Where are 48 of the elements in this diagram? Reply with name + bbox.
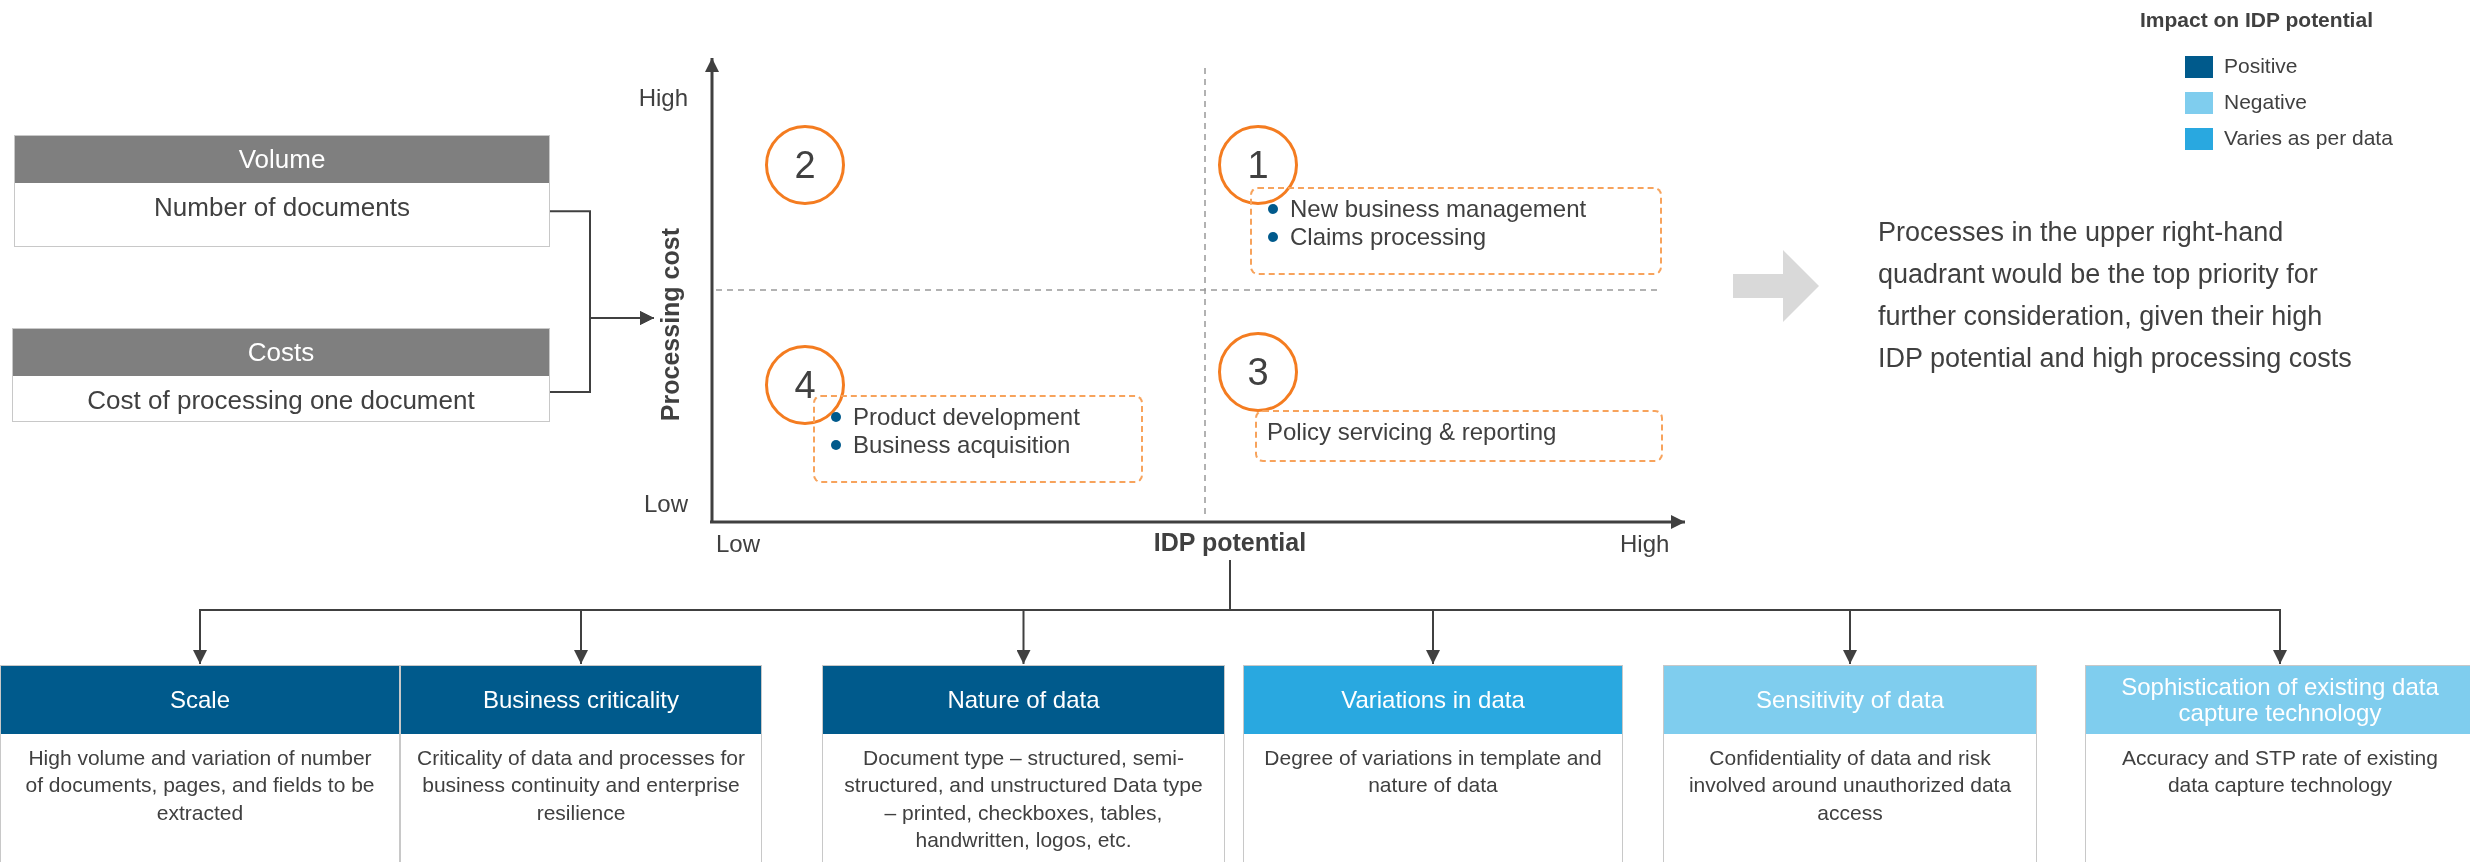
card-description: Accuracy and STP rate of existing data capture technology (2121, 745, 2439, 799)
process-list-box (813, 395, 1143, 483)
process-list-box (1250, 187, 1662, 275)
card-description: Degree of variations in template and nature of data (1263, 745, 1603, 799)
metric-card (14, 135, 550, 247)
factor-card (1243, 665, 1623, 862)
factor-card (0, 665, 400, 862)
card-header: Volume (15, 136, 549, 183)
quadrant-number: 4 (765, 345, 845, 425)
metric-card (12, 328, 550, 422)
process-name: Business acquisition (853, 431, 1071, 459)
card-description: High volume and variation of number of documents, pages, and fields to be extracted (24, 745, 376, 826)
card-description: Confidentiality of data and risk involved around unauthorized data access (1687, 745, 2013, 826)
conclusion-text: Processes in the upper right-hand quadrant would be the top priority for further consideration, given their high IDP potential and high processing costs (1878, 212, 2358, 380)
card-header: Nature of data (823, 666, 1224, 734)
legend-label: Negative (2224, 90, 2307, 114)
process-name: Policy servicing & reporting (1267, 418, 1557, 445)
axis-tick-label: High (1620, 530, 1670, 558)
card-header: Business criticality (401, 666, 761, 734)
card-description: Cost of processing one document (86, 384, 476, 417)
factor-card (822, 665, 1225, 862)
process-list-box (1255, 410, 1663, 462)
factor-card (2085, 665, 2470, 862)
legend-label: Positive (2224, 54, 2298, 78)
card-header: Variations in data (1244, 666, 1622, 734)
quadrant-number: 2 (765, 125, 845, 205)
card-header: Sophistication of existing data capture technology (2086, 666, 2470, 734)
axis-title: Processing cost (656, 228, 685, 422)
legend-title: Impact on IDP potential (2140, 8, 2373, 32)
axis-tick-label: Low (716, 530, 761, 558)
card-description: Document type – structured, semi-structured, and unstructured Data type – printed, checkboxes, tables, handwritten, logos, etc. (843, 745, 1204, 853)
card-header: Scale (1, 666, 399, 734)
process-name: Product development (853, 403, 1080, 431)
axis-tick-label: High (637, 84, 688, 112)
connector-arrow (1229, 559, 2287, 665)
quadrant-number: 3 (1218, 332, 1298, 412)
factor-card (1663, 665, 2037, 862)
axis-tick-label: Low (642, 490, 688, 518)
card-header: Costs (13, 329, 549, 376)
card-description: Number of documents (153, 191, 411, 224)
axis-title: IDP potential (1130, 528, 1330, 557)
card-description: Criticality of data and processes for business continuity and enterprise resilience (416, 745, 746, 826)
factor-card (400, 665, 762, 862)
connector-arrow (549, 311, 655, 393)
block-arrow (1733, 250, 1819, 322)
legend-label: Varies as per data (2224, 126, 2393, 150)
process-name: Claims processing (1290, 223, 1487, 251)
card-header: Sensitivity of data (1664, 666, 2036, 734)
